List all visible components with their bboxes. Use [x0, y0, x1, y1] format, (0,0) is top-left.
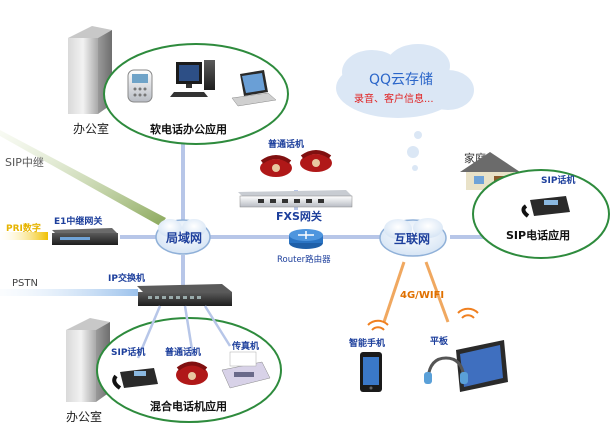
tablet-label: 平板 — [430, 335, 449, 347]
soft-phone-app-label: 软电话办公应用 — [150, 122, 227, 136]
laptop-icon — [231, 70, 277, 107]
sip-phone-home-icon — [521, 196, 570, 218]
router-label: Router路由器 — [277, 254, 331, 265]
pbx-branch-lines — [136, 305, 232, 359]
cloud-storage — [336, 44, 474, 171]
wifi-signal-icon — [367, 307, 479, 331]
ip-pbx-label: IP交换机 — [108, 272, 145, 284]
smartphone-icon — [360, 352, 382, 392]
analog-phone-top-2-icon — [300, 150, 332, 172]
ip-pbx-device — [137, 284, 232, 306]
sip-trunk-line — [0, 130, 166, 226]
cloud-title: QQ云存储 — [369, 72, 433, 88]
sip-phone-bottom-icon — [112, 368, 158, 390]
cloud-subtitle: 录音、客户信息... — [354, 92, 434, 105]
pstn-label: PSTN — [12, 278, 38, 289]
sip-trunk-label: SIP中继 — [5, 156, 44, 169]
fxs-gateway-device — [238, 190, 353, 208]
office-bottom-label: 办公室 — [66, 409, 102, 424]
pri-line — [0, 232, 48, 240]
lan-label: 局域网 — [166, 230, 202, 245]
lan-cloud — [155, 219, 211, 255]
fax-label: 传真机 — [231, 340, 259, 352]
desktop-computer-icon — [170, 60, 215, 97]
wireless-links — [382, 261, 450, 323]
e1-gateway-device — [52, 228, 118, 245]
e1-gateway-label: E1中继网关 — [54, 215, 102, 227]
tablet-icon — [456, 340, 508, 392]
sip-phone-bottom-label: SIP话机 — [111, 346, 145, 358]
ip-desk-phone-icon — [127, 69, 153, 103]
analog-phone-top-1-icon — [260, 155, 292, 177]
pri-digital-label: PRI数字 — [6, 222, 41, 234]
smartphone-label: 智能手机 — [349, 337, 385, 349]
wifi-label: 4G/WIFI — [400, 290, 444, 301]
internet-label: 互联网 — [394, 232, 430, 246]
fxs-gateway-label: FXS网关 — [276, 209, 322, 223]
mixed-app-label: 混合电话机应用 — [150, 399, 227, 413]
internet-cloud — [379, 218, 447, 257]
headset-icon — [424, 356, 468, 384]
analog-phone-bottom-icon — [176, 361, 208, 385]
fax-machine-icon — [221, 351, 271, 389]
sip-phone-home-label: SIP话机 — [541, 174, 575, 186]
analog-phone-top-label: 普通话机 — [268, 138, 304, 150]
analog-phone-bottom-label: 普通话机 — [165, 346, 201, 358]
office-top-label: 办公室 — [73, 121, 109, 136]
pstn-line — [0, 289, 138, 296]
sip-phone-app-label: SIP电话应用 — [506, 228, 570, 242]
router-icon — [289, 229, 323, 249]
